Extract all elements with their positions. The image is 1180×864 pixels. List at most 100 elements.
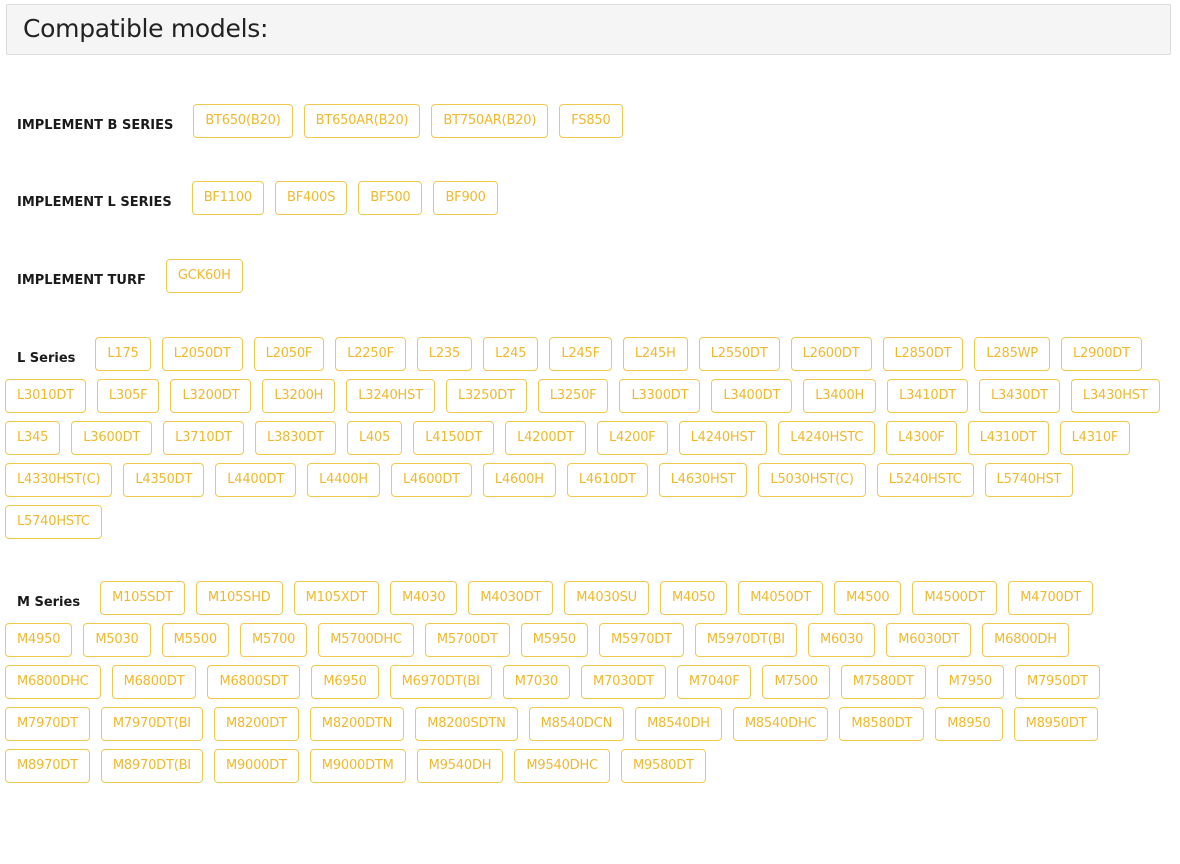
model-chip[interactable]: M4500 — [834, 581, 902, 615]
model-chip[interactable]: L4630HST — [658, 463, 748, 497]
model-chip[interactable]: L4600H — [482, 463, 556, 497]
model-chip[interactable]: L4300F — [886, 421, 957, 455]
model-chip[interactable]: M5700 — [239, 623, 308, 657]
model-chip[interactable]: M4700DT — [1008, 581, 1094, 615]
model-chip[interactable]: L4600DT — [391, 463, 472, 497]
model-chip[interactable]: L3240HST — [346, 379, 435, 413]
model-chip[interactable]: M7500 — [762, 665, 830, 699]
model-chip[interactable]: L4240HSTC — [778, 421, 876, 455]
model-chip[interactable]: L245F — [549, 337, 612, 371]
model-chip[interactable]: M5970DT — [599, 623, 684, 657]
model-chip[interactable]: M8540DH — [635, 707, 722, 741]
model-chip[interactable]: M9000DTM — [309, 749, 406, 783]
model-chip[interactable]: M5700DHC — [318, 623, 414, 657]
model-chip[interactable]: BF400S — [274, 181, 348, 215]
model-chip[interactable]: L3250DT — [445, 379, 527, 413]
model-chip[interactable]: M8200SDTN — [415, 707, 518, 741]
model-chip[interactable]: M5500 — [161, 623, 229, 657]
model-chip[interactable]: L3600DT — [71, 421, 153, 455]
model-chip[interactable]: M5950 — [520, 623, 588, 657]
model-chip[interactable]: L3250F — [537, 379, 609, 413]
model-chip[interactable]: L175 — [95, 337, 151, 371]
model-chip[interactable]: M8540DHC — [732, 707, 829, 741]
model-chip[interactable]: M5700DT — [424, 623, 510, 657]
model-chip[interactable]: L4330HST(C) — [5, 463, 113, 497]
model-chip[interactable]: L4150DT — [413, 421, 495, 455]
model-chip[interactable]: L245H — [622, 337, 688, 371]
model-chip[interactable]: M6030DT — [886, 623, 972, 657]
model-chip[interactable]: L4240HST — [678, 421, 768, 455]
model-chip[interactable]: M7970DT(BI — [100, 707, 203, 741]
model-chip[interactable]: M105SDT — [100, 581, 185, 615]
model-chip[interactable]: M4050 — [659, 581, 728, 615]
model-chip[interactable]: M4030SU — [564, 581, 649, 615]
model-chip[interactable]: M6800DT — [111, 665, 197, 699]
model-chip[interactable]: L4400DT — [215, 463, 297, 497]
model-chip[interactable]: M9540DHC — [514, 749, 610, 783]
model-chip[interactable]: M8970DT(BI — [100, 749, 203, 783]
model-chip[interactable]: FS850 — [559, 104, 623, 138]
model-chip[interactable]: BF1100 — [191, 181, 264, 215]
model-chip[interactable]: L3400H — [803, 379, 877, 413]
model-chip[interactable]: L2600DT — [790, 337, 872, 371]
model-chip[interactable]: M6800DHC — [5, 665, 101, 699]
model-chip[interactable]: L3300DT — [619, 379, 701, 413]
model-chip[interactable]: L2900DT — [1060, 337, 1142, 371]
model-chip[interactable]: L305F — [96, 379, 160, 413]
model-chip[interactable]: BT750AR(B20) — [431, 104, 549, 138]
model-chip[interactable]: L3200DT — [170, 379, 252, 413]
model-chip[interactable]: M9540DH — [416, 749, 504, 783]
model-chip[interactable]: L2050F — [253, 337, 325, 371]
model-chip[interactable]: M7970DT — [5, 707, 90, 741]
model-chip[interactable]: BT650(B20) — [193, 104, 293, 138]
model-chip[interactable]: M9580DT — [620, 749, 706, 783]
model-chip[interactable]: M7580DT — [840, 665, 926, 699]
model-chip[interactable]: M8580DT — [839, 707, 925, 741]
model-chip[interactable]: L5240HSTC — [876, 463, 974, 497]
model-chip[interactable]: M9000DT — [213, 749, 299, 783]
model-chip[interactable]: L5030HST(C) — [758, 463, 866, 497]
model-chip[interactable]: L3830DT — [255, 421, 336, 455]
model-chip[interactable]: M8200DT — [213, 707, 299, 741]
model-chip[interactable]: L3710DT — [163, 421, 245, 455]
model-chip[interactable]: M4950 — [5, 623, 73, 657]
model-chip[interactable]: M5030 — [83, 623, 151, 657]
model-chip[interactable]: L2250F — [335, 337, 406, 371]
model-chip[interactable]: L4400H — [307, 463, 381, 497]
model-chip[interactable]: L245 — [483, 337, 539, 371]
model-chip[interactable]: M4500DT — [912, 581, 998, 615]
model-chip[interactable]: M6800DH — [982, 623, 1069, 657]
model-chip[interactable]: L235 — [416, 337, 473, 371]
model-chip[interactable]: BT650AR(B20) — [303, 104, 421, 138]
model-chip[interactable]: L2850DT — [882, 337, 964, 371]
model-chip[interactable]: L4610DT — [566, 463, 648, 497]
model-chip[interactable]: M7040F — [676, 665, 752, 699]
model-chip[interactable]: M5970DT(BI — [694, 623, 797, 657]
model-chip[interactable]: M8540DCN — [528, 707, 625, 741]
model-chip[interactable]: M105SHD — [195, 581, 283, 615]
model-chip[interactable]: BF900 — [433, 181, 498, 215]
model-chip[interactable]: M6970DT(BI — [389, 665, 492, 699]
model-chip[interactable]: M8950 — [935, 707, 1003, 741]
model-chip[interactable]: L4200F — [596, 421, 668, 455]
model-chip[interactable]: L2050DT — [161, 337, 243, 371]
model-chip[interactable]: L3430HST — [1070, 379, 1160, 413]
model-chip[interactable]: L3430DT — [979, 379, 1060, 413]
model-chip[interactable]: M4050DT — [738, 581, 824, 615]
model-chip[interactable]: BF500 — [358, 181, 423, 215]
model-chip[interactable]: L2550DT — [698, 337, 780, 371]
model-chip[interactable]: M8200DTN — [309, 707, 405, 741]
model-chip[interactable]: M7030DT — [581, 665, 666, 699]
model-chip[interactable]: M8970DT — [5, 749, 90, 783]
model-chip[interactable]: M6030 — [807, 623, 876, 657]
model-chip[interactable]: L405 — [346, 421, 403, 455]
model-chip[interactable]: M7030 — [502, 665, 571, 699]
model-chip[interactable]: M7950 — [936, 665, 1004, 699]
model-chip[interactable]: M6950 — [311, 665, 379, 699]
model-chip[interactable]: L4310F — [1059, 421, 1131, 455]
model-chip[interactable]: M7950DT — [1014, 665, 1100, 699]
model-chip[interactable]: L3010DT — [5, 379, 86, 413]
model-chip[interactable]: M8950DT — [1013, 707, 1099, 741]
model-chip[interactable]: L285WP — [974, 337, 1050, 371]
model-chip[interactable]: L3400DT — [711, 379, 793, 413]
